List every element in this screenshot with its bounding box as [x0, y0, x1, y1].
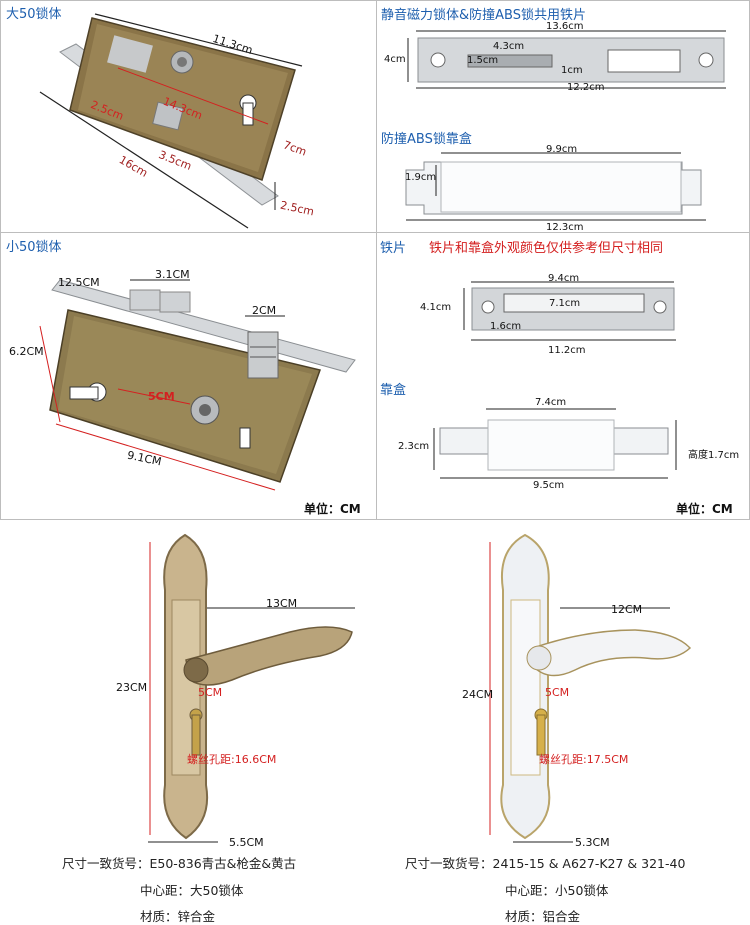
unit-label-left: 单位：CM: [304, 502, 361, 516]
iron-s-label: 1.6cm: [490, 321, 522, 332]
strike-slot-w-label: 4.3cm: [493, 41, 525, 52]
left-material-caption: 材质：锌合金: [140, 909, 216, 924]
iron-h-label: 4.1cm: [420, 302, 452, 313]
box-title: 靠盒: [380, 383, 407, 398]
small-b-label: 3.1CM: [155, 268, 190, 281]
right-center-label: 5CM: [545, 686, 570, 699]
right-material-caption: 材质：铝合金: [505, 909, 581, 924]
left-screw-label: 螺丝孔距:16.6CM: [187, 753, 277, 766]
small-a-label: 12.5CM: [58, 276, 100, 289]
iron-bottom-label: 11.2cm: [548, 345, 586, 356]
right-screw-label: 螺丝孔距:17.5CM: [539, 753, 629, 766]
iron-top-label: 9.4cm: [548, 273, 580, 284]
strike-width-label: 13.6cm: [546, 21, 584, 32]
strike-h-label: 4cm: [384, 54, 406, 65]
left-center-label: 5CM: [198, 686, 223, 699]
abs-top-label: 9.9cm: [546, 144, 578, 155]
abs-bottom-label: 12.3cm: [546, 222, 584, 233]
iron-plate-image: [433, 281, 677, 479]
left-height-label: 23CM: [116, 681, 148, 694]
iron-slot-label: 7.1cm: [549, 298, 581, 309]
left-center-caption: 中心距：大50锁体: [140, 883, 244, 898]
box-h-label: 2.3cm: [398, 441, 430, 452]
strike-inner-label: 12.2cm: [567, 82, 605, 93]
box-bottom-label: 9.5cm: [533, 480, 565, 491]
strike-gap-label: 1cm: [561, 65, 583, 76]
right-handle-image: [489, 533, 692, 843]
iron-note: 铁片和靠盒外观颜色仅供参考但尺寸相同: [429, 241, 664, 256]
strike-slot-h-label: 1.5cm: [467, 55, 499, 66]
right-lever-label: 12CM: [611, 603, 643, 616]
left-handle-image: [148, 533, 355, 843]
strike-plate-title: 静音磁力锁体&防撞ABS锁共用铁片: [381, 8, 586, 23]
box-height-label: 高度1.7cm: [688, 450, 740, 461]
unit-label-right: 单位：CM: [676, 502, 733, 516]
big-body-title: 大50锁体: [6, 7, 62, 22]
big-lock-body-image: [39, 13, 303, 229]
strike-plate-image: [405, 30, 726, 221]
iron-title: 铁片: [380, 241, 407, 256]
right-model-caption: 尺寸一致货号：2415-15 & A627-K27 & 321-40: [405, 856, 686, 871]
right-width-label: 5.3CM: [575, 836, 610, 849]
left-width-label: 5.5CM: [229, 836, 264, 849]
panel-iron-box: [376, 232, 750, 520]
small-center-label: 5CM: [148, 390, 175, 403]
small-body-title: 小50锁体: [6, 240, 62, 255]
left-model-caption: 尺寸一致货号：E50-836青古&枪金&黄古: [62, 856, 297, 871]
small-h-label: 6.2CM: [9, 345, 44, 358]
small-c-label: 2CM: [252, 304, 277, 317]
left-lever-label: 13CM: [266, 597, 298, 610]
right-center-caption: 中心距：小50锁体: [505, 883, 609, 898]
abs-box-title: 防撞ABS锁靠盒: [381, 132, 472, 147]
small-lock-body-image: [39, 279, 356, 491]
abs-h-label: 1.9cm: [405, 172, 437, 183]
right-height-label: 24CM: [462, 688, 494, 701]
box-top-label: 7.4cm: [535, 397, 567, 408]
